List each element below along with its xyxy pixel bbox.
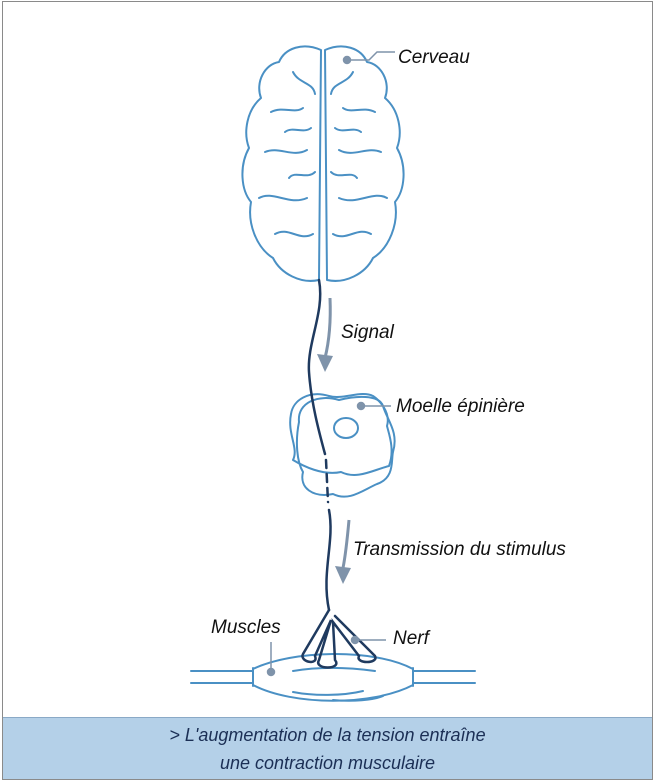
caption-box: > L'augmentation de la tension entraîne … — [3, 717, 652, 779]
muscle-illustration — [190, 653, 476, 702]
label-signal: Signal — [341, 322, 394, 343]
caption-line-1: > L'augmentation de la tension entraîne — [169, 725, 486, 745]
nervous-system-diagram — [190, 45, 476, 702]
label-brain: Cerveau — [398, 47, 470, 68]
label-transmission: Transmission du stimulus — [353, 539, 566, 560]
nerve-fiber — [301, 278, 377, 669]
spinal-cord-illustration — [289, 393, 396, 498]
transmission-arrow — [335, 519, 351, 584]
label-muscles: Muscles — [211, 617, 281, 638]
brain-illustration — [241, 45, 405, 282]
label-nerve: Nerf — [393, 628, 429, 649]
signal-arrow — [317, 297, 333, 372]
caption-line-2: une contraction musculaire — [219, 753, 436, 773]
label-spinal-cord: Moelle épinière — [396, 396, 525, 417]
